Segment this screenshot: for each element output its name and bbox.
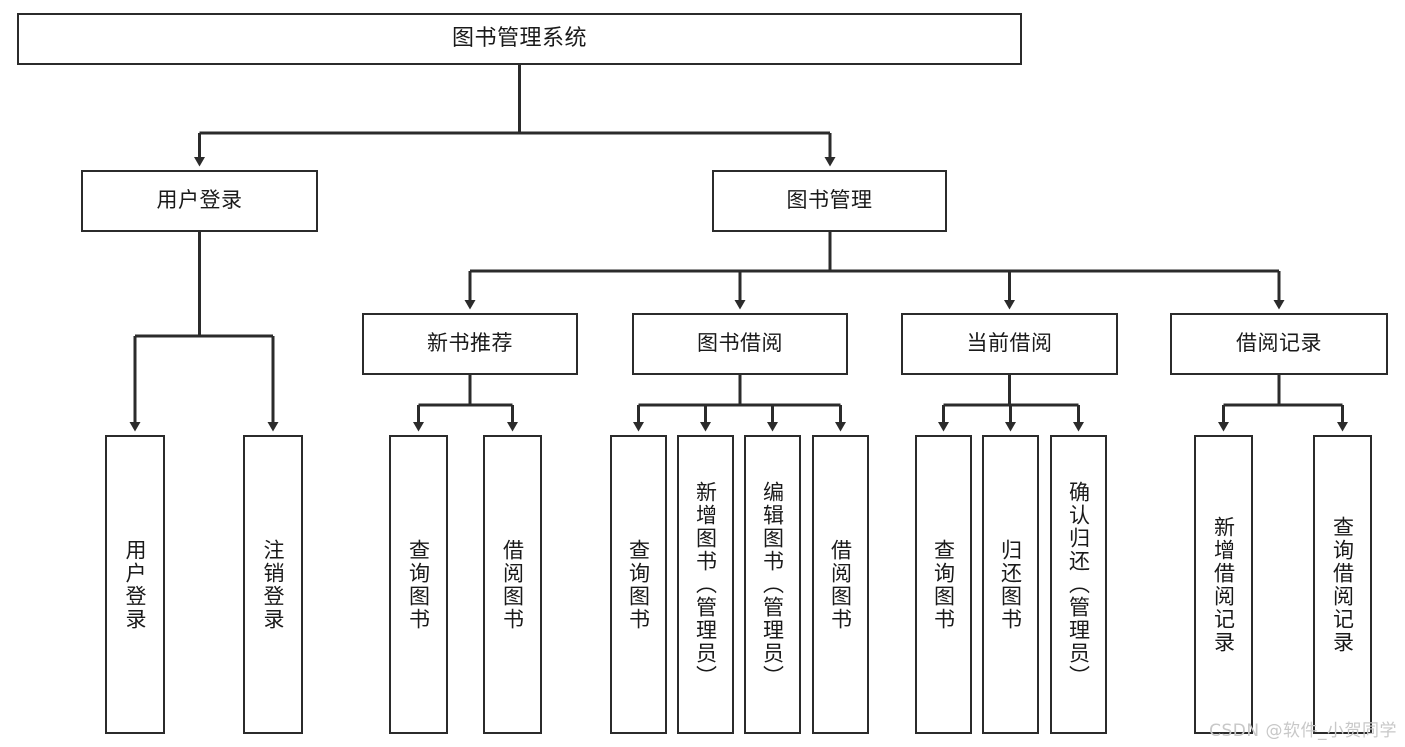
node-label: 用户登录	[156, 188, 243, 213]
node-book-management[interactable]: 图书管理	[712, 170, 947, 232]
node-label: 新书推荐	[427, 331, 513, 356]
leaf-return-book[interactable]: 归还图书	[982, 435, 1039, 734]
leaf-query-book-newbook[interactable]: 查询图书	[389, 435, 448, 734]
node-label: 注销登录	[261, 538, 286, 631]
node-label: 借阅图书	[500, 538, 525, 631]
leaf-confirm-return-admin[interactable]: 确认归还（管理员）	[1050, 435, 1107, 734]
node-label: 归还图书	[998, 538, 1023, 631]
node-book-borrow[interactable]: 图书借阅	[632, 313, 848, 375]
watermark: CSDN @软件_小贺同学	[1209, 721, 1397, 741]
node-label: 新增借阅记录	[1211, 515, 1236, 654]
leaf-logout[interactable]: 注销登录	[243, 435, 303, 734]
leaf-edit-book-admin[interactable]: 编辑图书（管理员）	[744, 435, 801, 734]
node-label: 新增图书（管理员）	[693, 481, 718, 688]
node-borrow-record[interactable]: 借阅记录	[1170, 313, 1388, 375]
leaf-user-login[interactable]: 用户登录	[105, 435, 165, 734]
leaf-query-book-borrow[interactable]: 查询图书	[610, 435, 667, 734]
leaf-borrow-book[interactable]: 借阅图书	[812, 435, 869, 734]
leaf-query-book-current[interactable]: 查询图书	[915, 435, 972, 734]
node-label: 查询图书	[406, 538, 431, 631]
node-label: 借阅图书	[828, 538, 853, 631]
leaf-borrow-book-newbook[interactable]: 借阅图书	[483, 435, 542, 734]
node-label: 当前借阅	[966, 331, 1053, 356]
leaf-query-borrow-record[interactable]: 查询借阅记录	[1313, 435, 1372, 734]
node-label: 图书借阅	[697, 331, 783, 356]
node-label: 查询图书	[626, 538, 651, 631]
leaf-add-book-admin[interactable]: 新增图书（管理员）	[677, 435, 734, 734]
leaf-add-borrow-record[interactable]: 新增借阅记录	[1194, 435, 1253, 734]
node-current-borrow[interactable]: 当前借阅	[901, 313, 1118, 375]
node-label: 查询借阅记录	[1330, 515, 1355, 654]
node-label: 图书管理系统	[451, 25, 587, 51]
node-label: 借阅记录	[1236, 331, 1322, 356]
node-label: 确认归还（管理员）	[1066, 481, 1091, 688]
node-label: 图书管理	[786, 188, 873, 213]
node-label: 编辑图书（管理员）	[760, 481, 785, 688]
node-label: 用户登录	[123, 538, 148, 631]
node-label: 查询图书	[931, 538, 956, 631]
node-new-book-recommend[interactable]: 新书推荐	[362, 313, 578, 375]
node-user-login[interactable]: 用户登录	[81, 170, 318, 232]
node-root-library-system[interactable]: 图书管理系统	[17, 13, 1022, 65]
